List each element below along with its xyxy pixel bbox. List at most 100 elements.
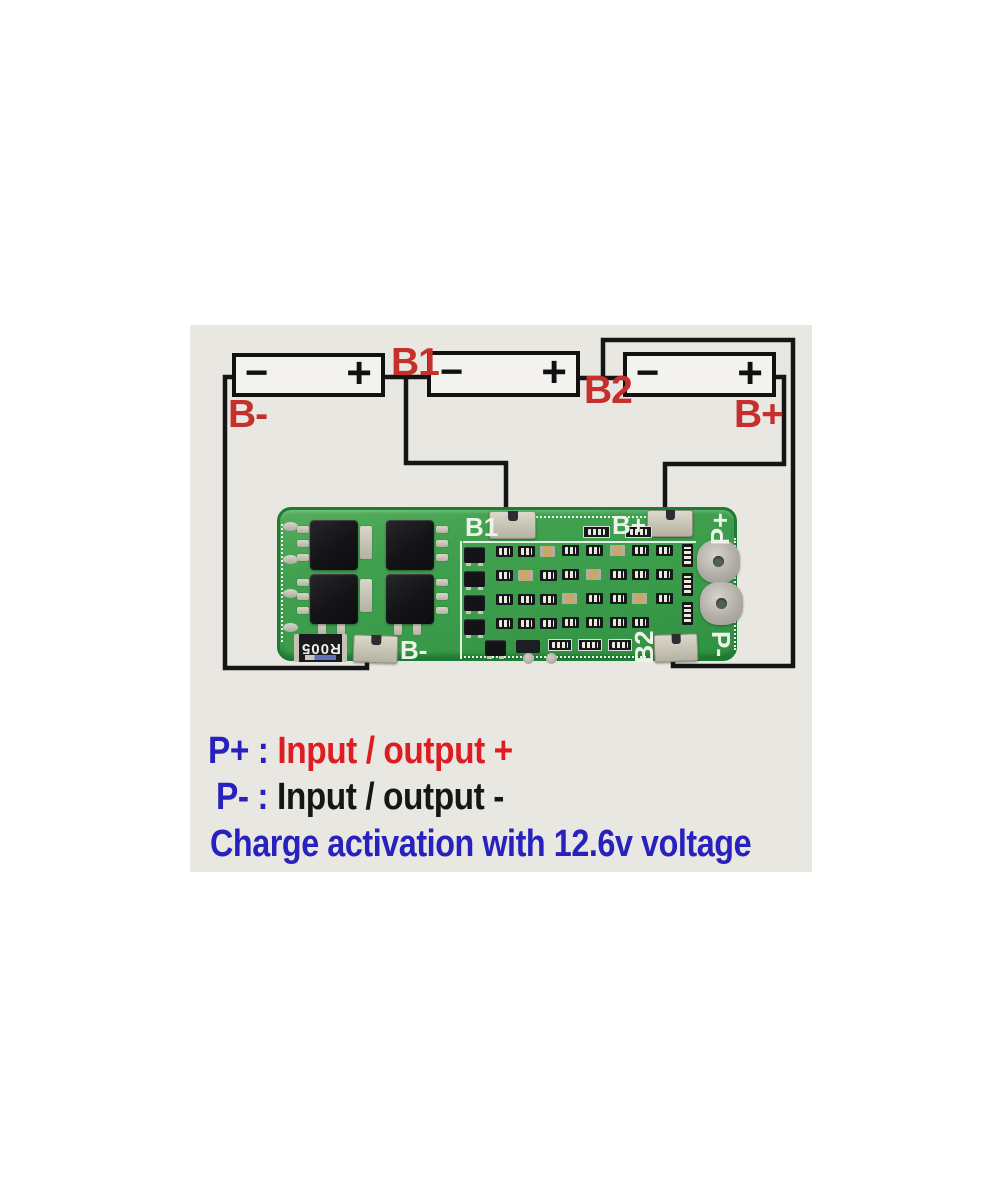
note-p-plus-term: P+ [208,730,249,772]
pcb-res [632,617,649,628]
pcb-dotv [281,524,283,642]
pcb-vres [682,544,693,567]
note-p-plus-desc: Input / output + [277,730,513,772]
pcb-via [523,653,534,664]
pcb-stub [394,622,402,635]
pcb-stub [413,622,421,635]
pcb-cap [632,593,647,604]
pcb-label-bplus: B+ [612,510,646,540]
pcb-res2 [578,639,602,651]
pcb-cap [518,570,533,581]
pcb-pad [647,510,693,537]
pcb-label-pminus: P- [706,631,736,657]
diagram-label-b2: B2 [584,369,633,412]
pcb-res [518,618,535,629]
pcb-fet [310,520,358,570]
pcb-stub [436,593,448,600]
pcb-fet [386,520,434,570]
pcb-cap [562,593,577,604]
pcb-stub [297,526,309,533]
note-colon: : [248,776,277,818]
pcb-cap [586,569,601,580]
note-p-minus-desc: Input / output - [276,776,504,818]
battery-cell-3: −+ [623,348,776,398]
pcb-shunt-marking: R005 [300,639,341,657]
pcb-stub [297,579,309,586]
pcb-res [656,545,673,556]
pcb-res2 [625,526,652,538]
note-p-minus-term: P- [216,776,249,818]
pcb-res [610,569,627,580]
pcb-via [546,653,557,664]
pcb-oval [283,522,298,531]
pcb-hole [697,540,740,583]
pcb-vres [682,602,693,625]
pcb-stub [436,579,448,586]
pcb-res [656,593,673,604]
pcb-res [562,617,579,628]
pcb-hole [700,582,743,625]
pcb-res [586,617,603,628]
pcb-stub [337,622,345,635]
pcb-res [610,593,627,604]
battery-minus-terminal: − [440,350,464,394]
pcb-pad [352,634,399,664]
diagram-label-bplus: B+ [734,393,784,436]
pcb-vres [682,573,693,596]
pcb-label-pplus: P+ [705,512,735,546]
note-charge-activation: Charge activation with 12.6v voltage [210,823,752,865]
pcb-cap [610,545,625,556]
pcb-oval [283,589,298,598]
pcb-res [496,618,513,629]
pcb-fet [386,574,434,624]
pcb-stub [297,554,309,561]
pcb-res2 [548,639,572,651]
pcb-res [496,570,513,581]
pcb-stub [297,540,309,547]
battery-plus-terminal: + [541,347,567,397]
pcb-res2 [608,639,632,651]
pcb-dark [516,640,540,653]
bms-pcb-board: R005 B1 B+ B- B2 P+ P- [277,507,743,665]
pcb-res [586,545,603,556]
pcb-label-bminus: B- [400,635,428,665]
battery-plus-terminal: + [346,348,372,398]
pcb-fet [310,574,358,624]
pcb-res [540,570,557,581]
pcb-res [610,617,627,628]
pcb-label-r005: R005 [294,634,347,662]
pcb-res [540,618,557,629]
pcb-bar [360,579,372,612]
pcb-res [518,546,535,557]
pcb-oval [283,555,298,564]
pcb-pad [489,511,536,539]
pcb-stub [436,540,448,547]
pcb-bar [360,526,372,559]
note-p-minus-line: P- : Input / output - [216,776,504,820]
pcb-stub [297,593,309,600]
pcb-res [496,594,513,605]
pcb-res [496,546,513,557]
note-p-plus-line: P+ : Input / output + [208,730,513,774]
pcb-label-b2: B2 [629,630,659,664]
pcb-stub [436,607,448,614]
pcb-doth [520,516,650,518]
pcb-label-b1: B1 [465,512,499,542]
pcb-stub [297,607,309,614]
pcb-res [540,594,557,605]
pcb-sot [464,619,485,638]
diagram-label-b1: B1 [391,341,440,384]
battery-plus-terminal: + [737,348,763,398]
pcb-res [586,593,603,604]
battery-minus-terminal: − [245,351,269,395]
pcb-oval [283,623,298,632]
pcb-sot [464,571,485,590]
pcb-stub [436,526,448,533]
pcb-res [562,545,579,556]
pcb-sot [464,595,485,614]
pcb-sot [485,640,506,659]
pcb-res2 [583,526,610,538]
battery-cell-2: −+ [427,347,580,397]
pcb-stub [436,554,448,561]
